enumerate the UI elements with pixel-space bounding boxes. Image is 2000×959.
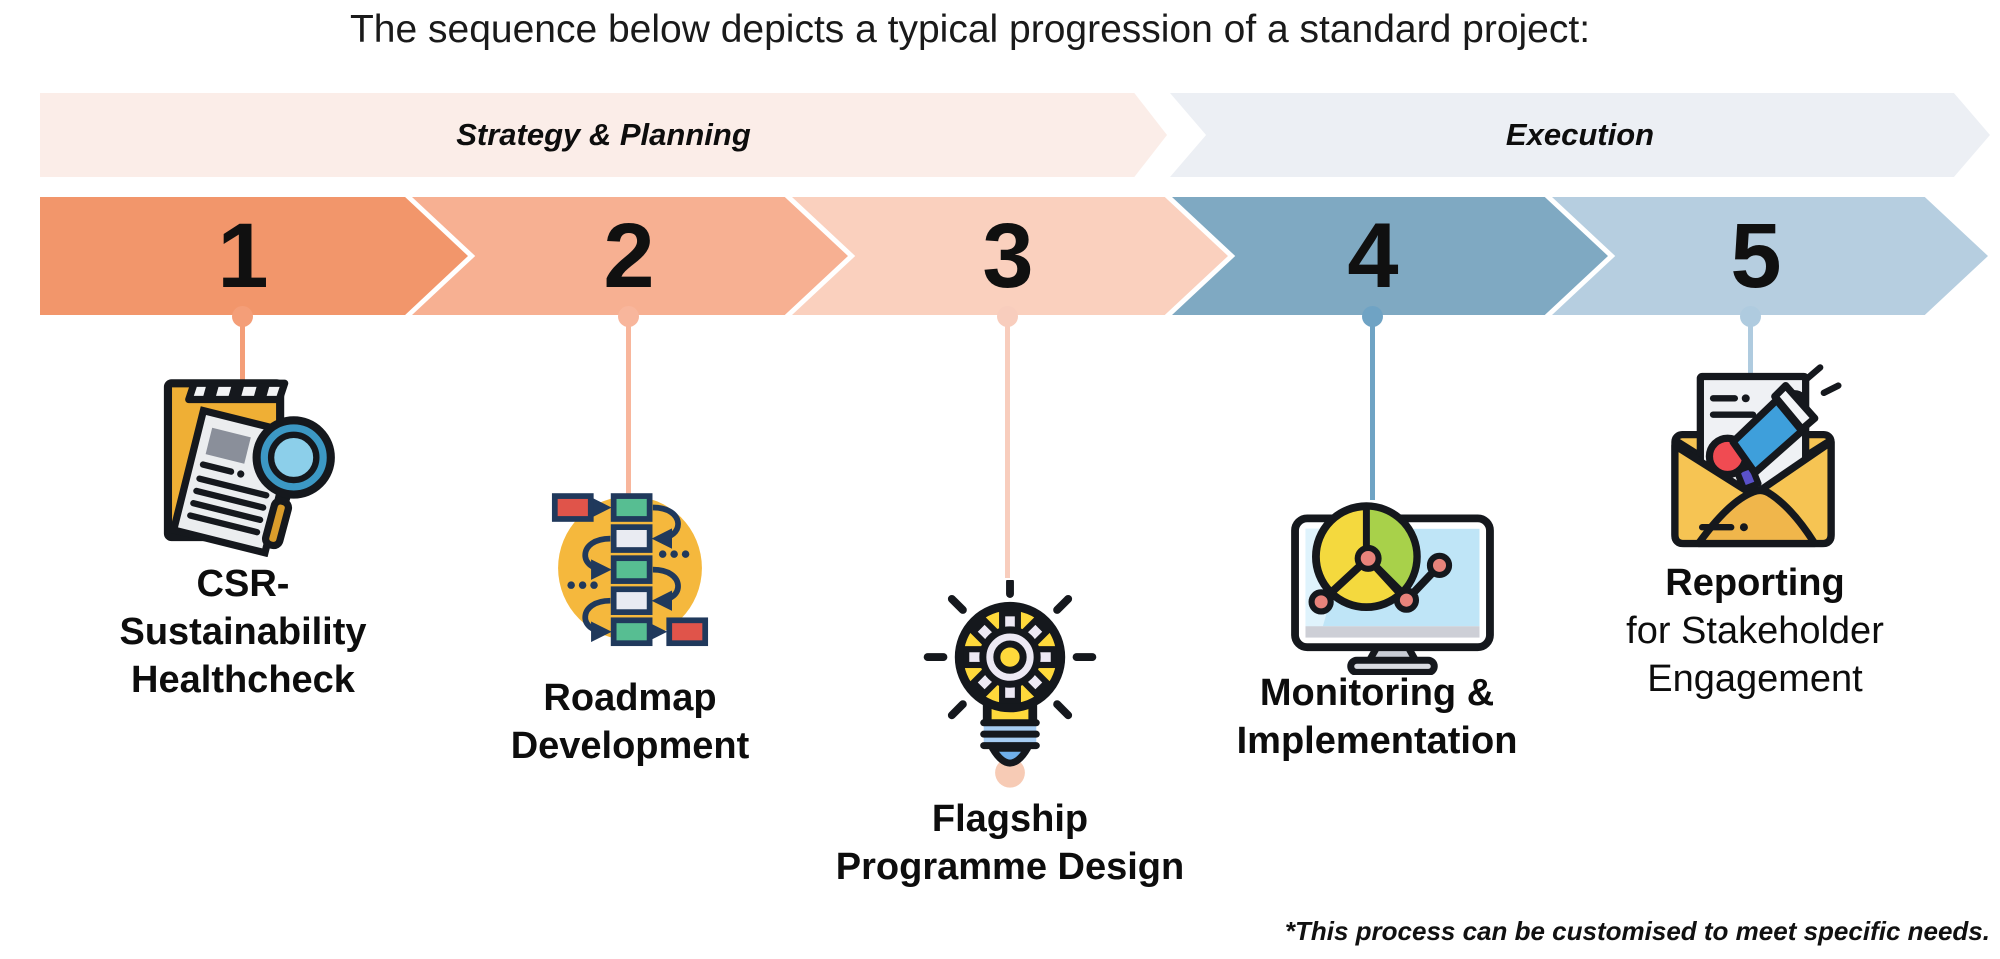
connector-line-3 xyxy=(1005,315,1010,578)
step-number-2: 2 xyxy=(603,204,655,307)
step-label-line: for Stakeholder xyxy=(1626,610,1884,652)
step-number-3: 3 xyxy=(982,204,1034,307)
phase-label-strategy: Strategy & Planning xyxy=(456,117,751,152)
connector-line-4 xyxy=(1370,315,1375,500)
chevron-step-1 xyxy=(40,197,468,315)
connector-line-2 xyxy=(626,315,631,494)
step-label-line: Sustainability xyxy=(119,611,367,653)
roadmap-flowchart-icon xyxy=(545,482,715,654)
connector-line-1 xyxy=(240,315,245,392)
chevron-step-5 xyxy=(1552,197,1988,315)
step-label-1: CSR- Sustainability Healthcheck xyxy=(8,560,478,704)
phase-band-strategy: Strategy & Planning xyxy=(40,93,1167,177)
chevron-step-3 xyxy=(792,197,1228,315)
step-label-3: Flagship Programme Design xyxy=(775,795,1245,891)
connector-line-5 xyxy=(1748,315,1753,380)
step-label-2: Roadmap Development xyxy=(395,674,865,770)
step-number-4: 4 xyxy=(1347,204,1399,307)
envelope-megaphone-icon xyxy=(1662,362,1844,549)
step-label-line: Roadmap xyxy=(543,677,717,719)
step-label-line: Reporting xyxy=(1665,562,1845,604)
monitor-analytics-icon xyxy=(1280,494,1505,675)
step-label-line: Engagement xyxy=(1647,658,1863,700)
footnote: *This process can be customised to meet … xyxy=(1284,916,1990,946)
phase-band-execution: Execution xyxy=(1170,93,1990,177)
step-label-line: Healthcheck xyxy=(131,659,355,701)
step-number-1: 1 xyxy=(217,204,269,307)
step-label-5: Reporting for Stakeholder Engagement xyxy=(1520,559,1990,703)
step-label-line: CSR- xyxy=(196,563,290,605)
step-label-line: Monitoring & xyxy=(1259,672,1495,714)
step-label-line: Programme Design xyxy=(835,846,1185,888)
step-label-line: Flagship xyxy=(931,798,1089,840)
step-number-5: 5 xyxy=(1730,204,1782,307)
page-title: The sequence below depicts a typical pro… xyxy=(349,8,1591,51)
chevron-step-4 xyxy=(1172,197,1608,315)
chevron-step-2 xyxy=(412,197,848,315)
step-label-4: Monitoring & Implementation xyxy=(1142,669,1612,765)
step-label-line: Implementation xyxy=(1236,720,1518,762)
phase-label-execution: Execution xyxy=(1505,117,1655,152)
lightbulb-gear-icon xyxy=(922,580,1098,792)
document-magnifier-icon xyxy=(158,376,348,557)
step-label-line: Development xyxy=(510,725,750,767)
